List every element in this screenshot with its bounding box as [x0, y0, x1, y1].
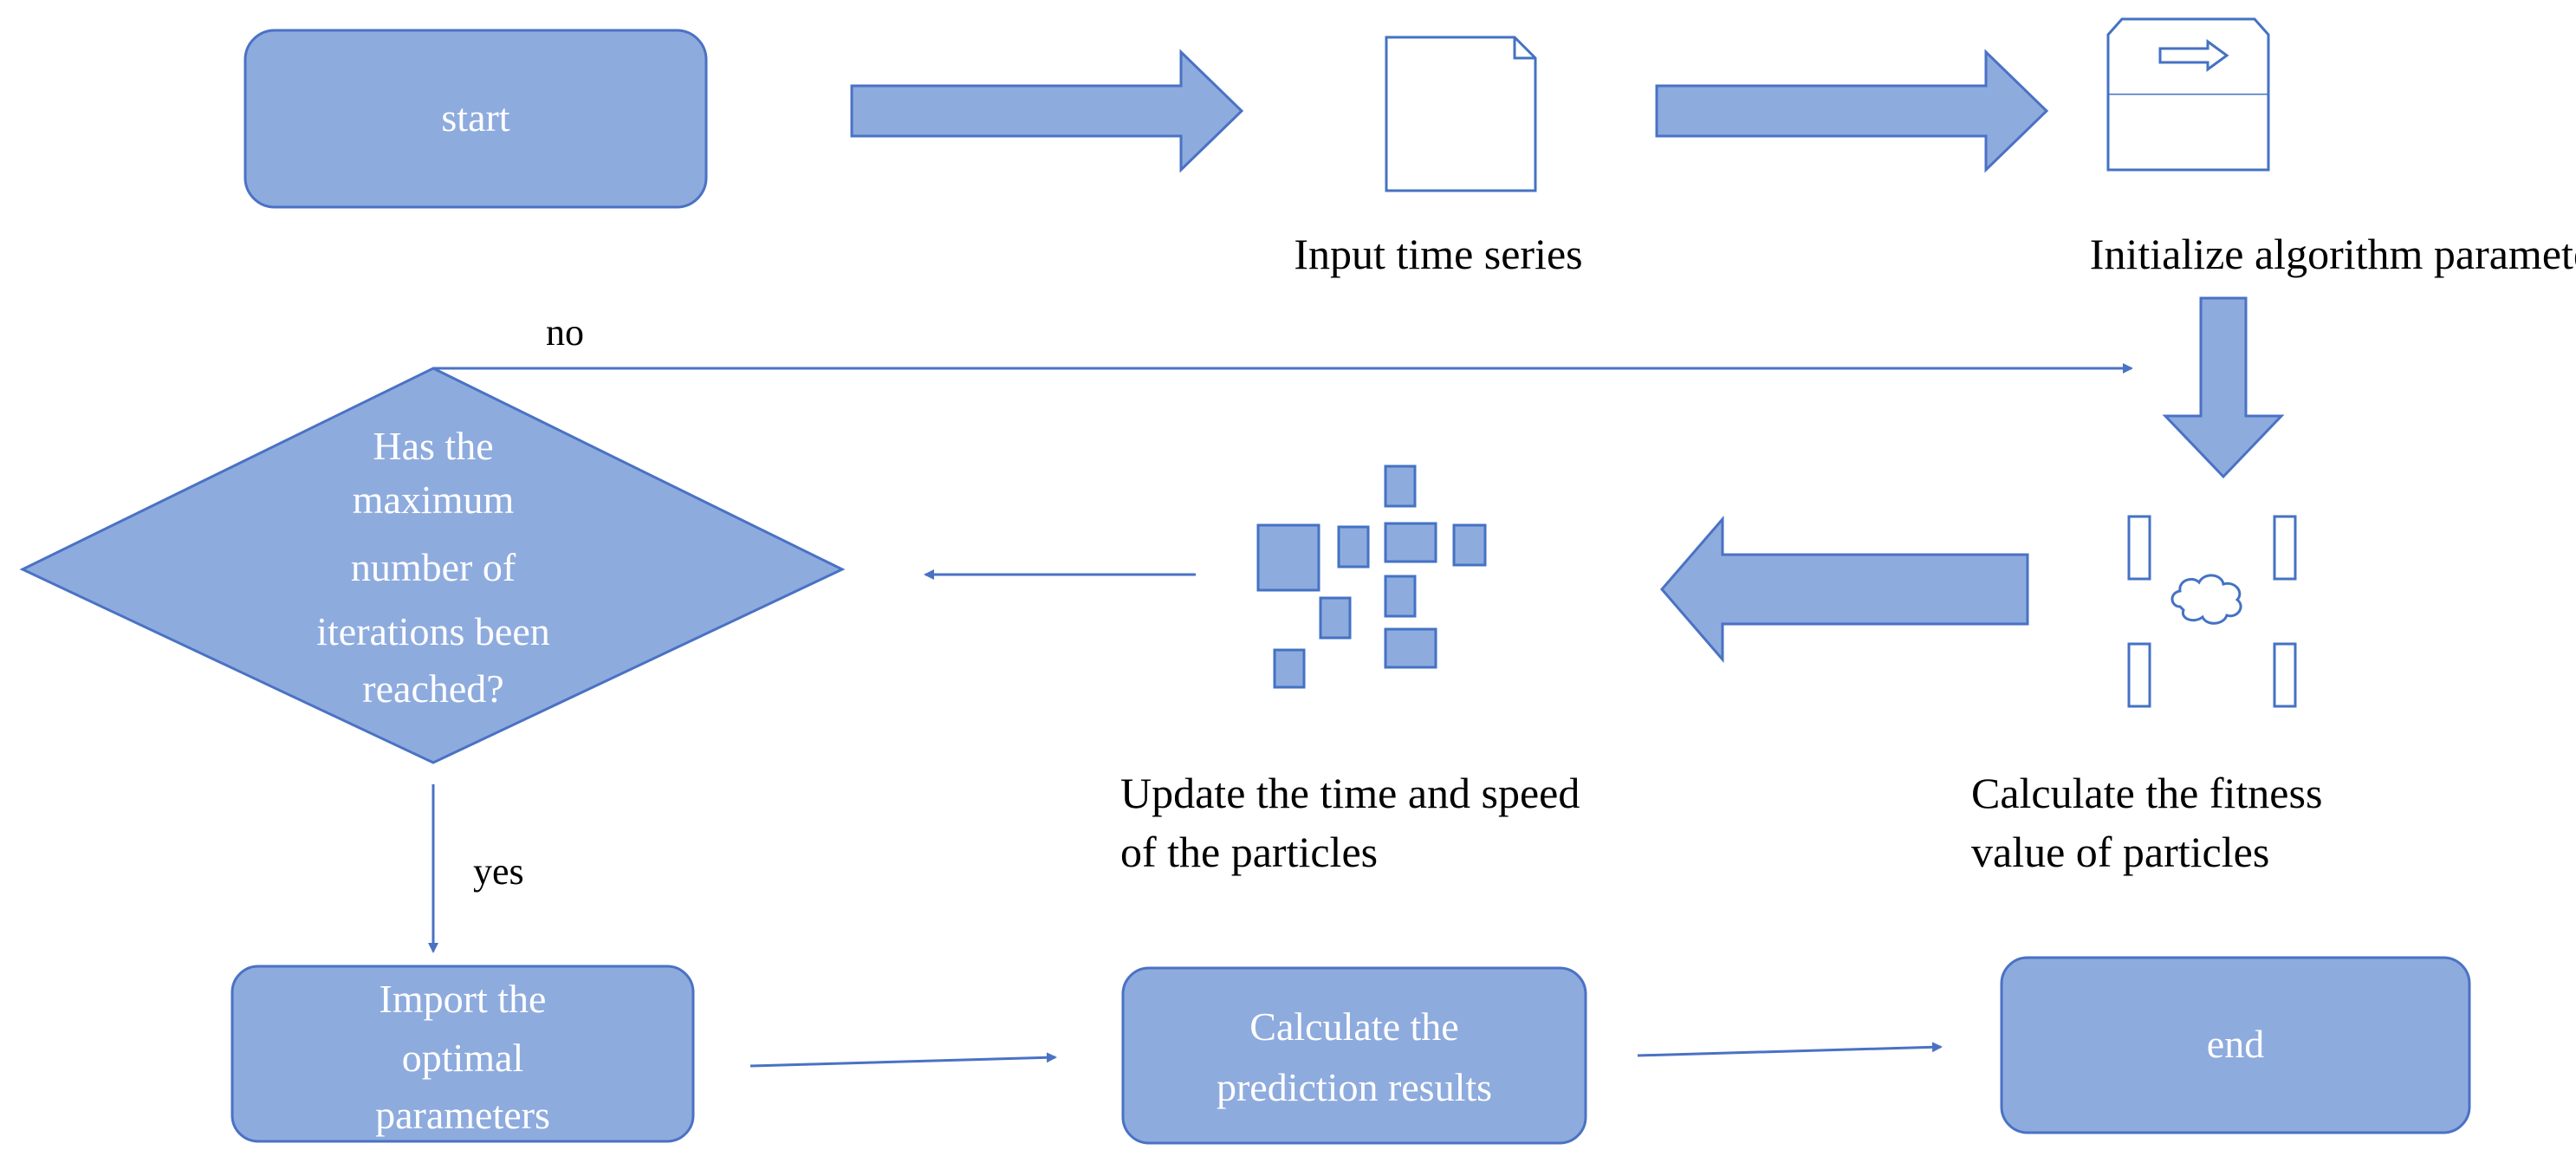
input-series-label: Input time series	[1294, 230, 1582, 278]
block-arrow-input-to-init	[1655, 49, 2049, 173]
calc-line-1: Calculate the	[1249, 1004, 1458, 1049]
end-label: end	[2207, 1022, 2264, 1066]
fitness-label-line-2: value of particles	[1971, 828, 2269, 876]
import-line-2: optimal	[402, 1036, 524, 1080]
decision-line-5: reached?	[362, 666, 503, 711]
decision-line-2: maximum	[353, 478, 515, 522]
end-node: end	[2000, 956, 2471, 1134]
import-parameters-node: Import the optimal parameters	[230, 965, 695, 1143]
update-particles-label-line-2: of the particles	[1120, 828, 1378, 876]
box-with-arrow-icon	[2106, 17, 2270, 172]
block-arrow-start-to-input	[850, 49, 1244, 173]
start-node: start	[243, 29, 708, 209]
calculate-prediction-node: Calculate the prediction results	[1121, 966, 1587, 1145]
decision-node: Has the maximum number of iterations bee…	[19, 367, 846, 764]
fitness-label-line-1: Calculate the fitness	[1971, 769, 2322, 817]
decision-line-3: number of	[351, 545, 516, 589]
edge-label-no: no	[546, 311, 584, 354]
init-params-label: Initialize algorithm parameters	[2090, 230, 2576, 278]
decision-line-1: Has the	[373, 424, 493, 468]
decision-line-4: iterations been	[316, 609, 550, 653]
update-particles-label-line-1: Update the time and speed	[1120, 769, 1580, 817]
document-icon	[1385, 36, 1537, 192]
block-arrow-fitness-to-update	[1660, 515, 2029, 664]
block-arrow-init-to-fitness	[2162, 296, 2285, 479]
edge-label-yes: yes	[473, 850, 524, 893]
arrow-import-to-calc	[749, 1052, 1057, 1068]
calc-line-2: prediction results	[1217, 1065, 1492, 1109]
import-line-3: parameters	[375, 1093, 550, 1137]
start-label: start	[441, 95, 509, 140]
import-line-1: Import the	[380, 977, 547, 1021]
cloud-with-bars-icon	[2127, 515, 2297, 708]
particles-squares-icon	[1256, 465, 1487, 689]
arrow-calc-to-end	[1637, 1042, 1943, 1057]
